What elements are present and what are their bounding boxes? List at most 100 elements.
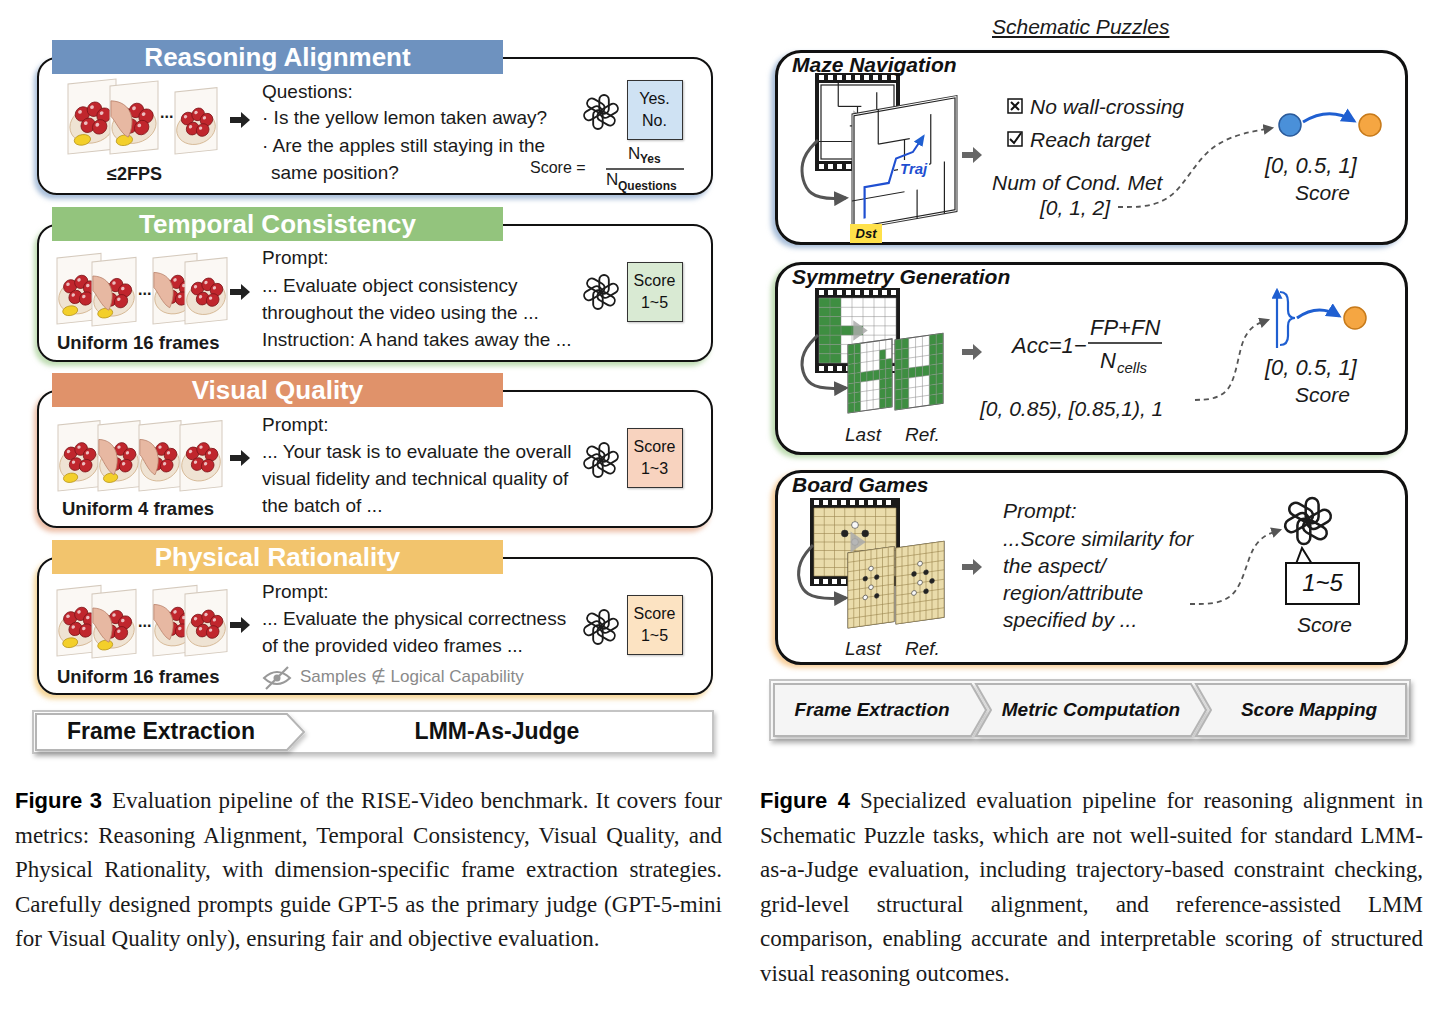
flow-arrow [230,450,250,466]
symmetry-picture [854,353,860,364]
score-marker [1276,290,1278,348]
metric-text: Num of Cond. Met [992,170,1162,195]
board-picture [848,584,894,590]
symmetry-picture [854,402,860,413]
video-frames [208,451,211,455]
maze-picture [865,136,924,218]
symmetry-picture [841,298,842,363]
symmetry-picture [902,358,909,369]
caption-block: Figure 4Specialized evaluation pipeline … [760,785,1423,992]
symmetry-picture [879,398,885,409]
frame-label: Uniform 4 frames [62,498,214,520]
symmetry-picture [828,366,833,371]
video-frames [86,284,90,288]
board-picture [896,541,944,624]
video-frames [92,119,106,135]
frame-label: Uniform 16 frames [57,332,219,354]
value-range: [0, 0.5, 1] [1265,355,1357,381]
video-frames [72,625,76,629]
symmetry-picture [936,353,943,364]
maze-picture [819,164,824,169]
symmetry-picture [936,343,943,354]
frame-label: Ref. [905,424,940,447]
score-label: Score [1295,180,1350,205]
video-frames [114,626,127,641]
dashed-arrow [1118,128,1272,207]
symmetry-picture [929,374,936,385]
board-picture [848,622,894,628]
symmetry-picture [936,383,943,394]
dashed-arrow [1118,128,1280,604]
symmetry-picture [854,344,855,412]
board-picture [896,560,944,567]
title-band: Physical Rationality [52,540,503,574]
video-frames [121,619,125,623]
score-marker [1280,292,1295,345]
score-text: 1~5 [641,292,668,314]
stage-label: LMM-As-Judge [415,719,580,744]
board-picture [888,547,889,622]
symmetry-picture [854,363,860,374]
symmetry-picture [936,333,943,344]
dashed-arrow [1195,320,1268,400]
maze-picture [930,114,931,164]
stage-label: Frame Extraction [794,700,949,721]
video-frames [160,459,173,473]
symmetry-picture [895,353,943,360]
maze-picture [944,162,945,214]
video-frames [154,270,173,309]
prompt-heading: Prompt: [262,247,329,270]
symmetry-picture [819,298,896,299]
video-frames [194,285,197,289]
symmetry-picture [873,370,879,381]
score-text: No. [642,110,667,132]
formula-text: N [1100,348,1116,374]
prompt-heading: Questions: [262,81,353,104]
symmetry-picture [848,339,892,413]
video-frames [167,451,170,455]
symmetry-picture [848,364,854,375]
video-frames [78,110,82,114]
metric-panel: Yes.No.Reasoning Alignment [37,57,713,195]
openai-logo [585,277,606,295]
video-frames [67,450,70,454]
frame-label: Uniform 16 frames [57,666,219,688]
openai-logo [585,97,606,115]
formula-text: N [628,144,640,164]
panel-title: Symmetry Generation [792,265,1010,289]
score-label: Score [1295,382,1350,407]
video-frames [140,437,158,476]
symmetry-picture [873,341,874,409]
formula-text: Acc=1− [1012,333,1087,359]
symmetry-picture [895,359,902,370]
symmetry-picture [830,298,841,307]
video-frames [213,286,216,290]
symmetry-picture [855,290,860,295]
stage-bar [770,680,1410,740]
video-frames [180,421,222,491]
board-picture [863,595,868,600]
score-box: Score1~5 [627,262,683,322]
video-frames [82,627,86,631]
symmetry-picture [929,394,936,405]
board-picture [896,608,944,615]
score-marker [1277,114,1381,348]
symmetry-picture [819,307,830,316]
maze-picture [802,140,846,199]
video-frames [121,287,125,291]
board-picture [863,576,868,581]
frame-label: Last [845,638,881,661]
board-picture [896,598,944,605]
video-frames [116,134,132,146]
symmetry-picture [879,359,885,370]
symmetry-picture [828,290,833,295]
score-text: Yes. [639,88,670,110]
formula-text: Score = [530,158,586,177]
openai-logo [582,610,619,644]
symmetry-picture [902,368,909,379]
symmetry-picture [929,354,936,365]
symmetry-picture [848,387,892,393]
frame-label: Ref. [905,638,940,661]
